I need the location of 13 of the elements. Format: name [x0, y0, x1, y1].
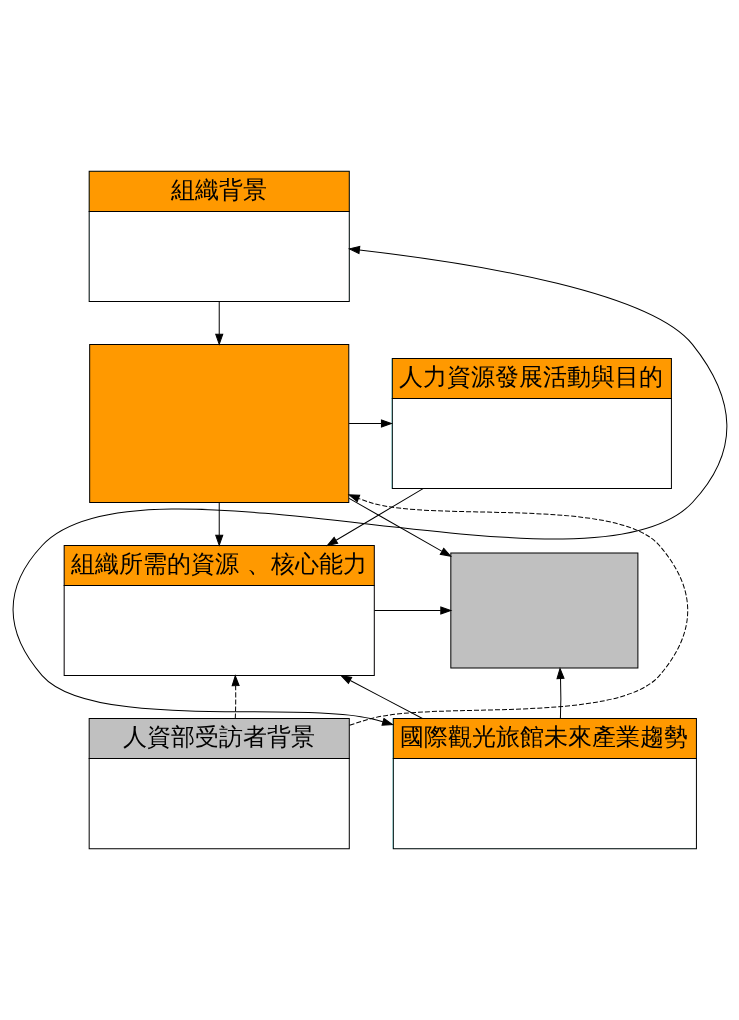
arrow — [348, 497, 451, 557]
arrow — [348, 494, 688, 726]
node-box — [88, 343, 349, 503]
arrow — [231, 675, 240, 719]
arrow — [348, 419, 392, 428]
arrow — [556, 668, 564, 719]
node-box — [449, 552, 638, 669]
arrow — [214, 502, 223, 546]
arrow — [340, 675, 423, 719]
arrow — [326, 488, 424, 546]
arrow — [12, 246, 727, 726]
arrow — [214, 301, 223, 345]
arrow — [373, 606, 451, 615]
